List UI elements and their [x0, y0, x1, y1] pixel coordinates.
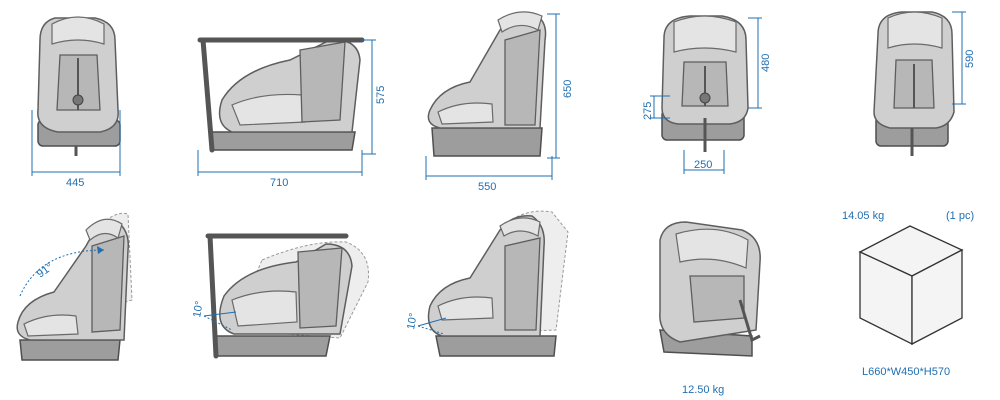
tilt-side-seat — [427, 210, 569, 357]
product-weight-label: 12.50 kg — [682, 384, 725, 396]
top-height-label: 480 — [760, 54, 772, 72]
recline-arc — [19, 249, 105, 297]
top-width-label: 250 — [694, 159, 712, 171]
top-view-seat — [661, 15, 749, 152]
recline-angle-label: 91° — [35, 261, 56, 280]
package-size-label: L660*W450*H570 — [862, 366, 951, 378]
front-width-label: 445 — [66, 177, 84, 189]
tilt-side-angle-label: 10° — [405, 312, 420, 330]
package-weight-label: 14.05 kg — [842, 210, 885, 222]
perspective-seat — [659, 221, 761, 357]
front-view-seat — [37, 16, 121, 156]
top-depth-label: 275 — [642, 102, 654, 120]
side-view-seat — [427, 11, 547, 157]
side-bar-height-label: 575 — [375, 86, 387, 104]
back-view-seat — [873, 11, 955, 156]
tilt-bar-seat — [205, 233, 370, 359]
tilt-bar-angle-label: 10° — [191, 300, 206, 318]
side-view-bar-seat — [197, 37, 365, 153]
back-height-label: 590 — [964, 50, 976, 68]
side-bar-length-label: 710 — [270, 177, 288, 189]
recline-view-seat — [16, 212, 133, 361]
side-height-label: 650 — [562, 80, 574, 98]
package-quantity-label: (1 pc) — [946, 210, 975, 222]
package-box-icon — [858, 225, 964, 346]
side-length-label: 550 — [478, 181, 496, 193]
